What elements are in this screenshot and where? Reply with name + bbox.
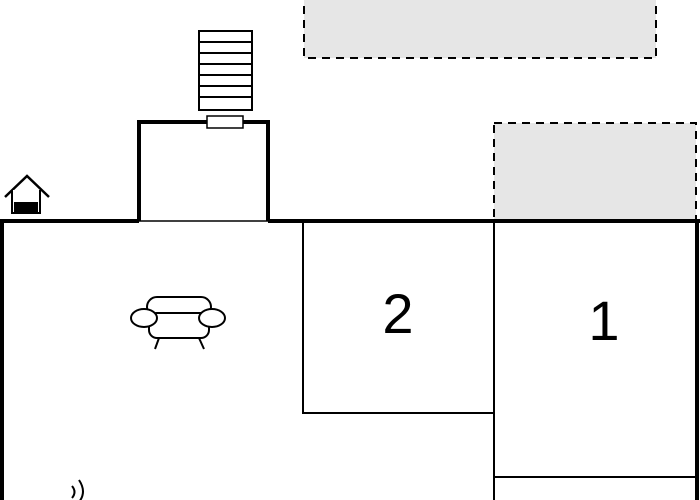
terrace-top xyxy=(303,0,657,59)
room-2-label: 2 xyxy=(382,282,413,345)
room-1-label: 1 xyxy=(588,289,619,352)
porch-door xyxy=(206,115,244,129)
entrance-porch xyxy=(137,115,270,221)
exterior-walls xyxy=(0,219,700,500)
terrace-right xyxy=(493,122,697,221)
doghouse-icon xyxy=(4,174,50,214)
stairs-icon xyxy=(198,30,253,111)
wifi-icon xyxy=(71,479,84,500)
sofa-icon xyxy=(130,296,226,350)
interior-walls xyxy=(302,221,697,500)
